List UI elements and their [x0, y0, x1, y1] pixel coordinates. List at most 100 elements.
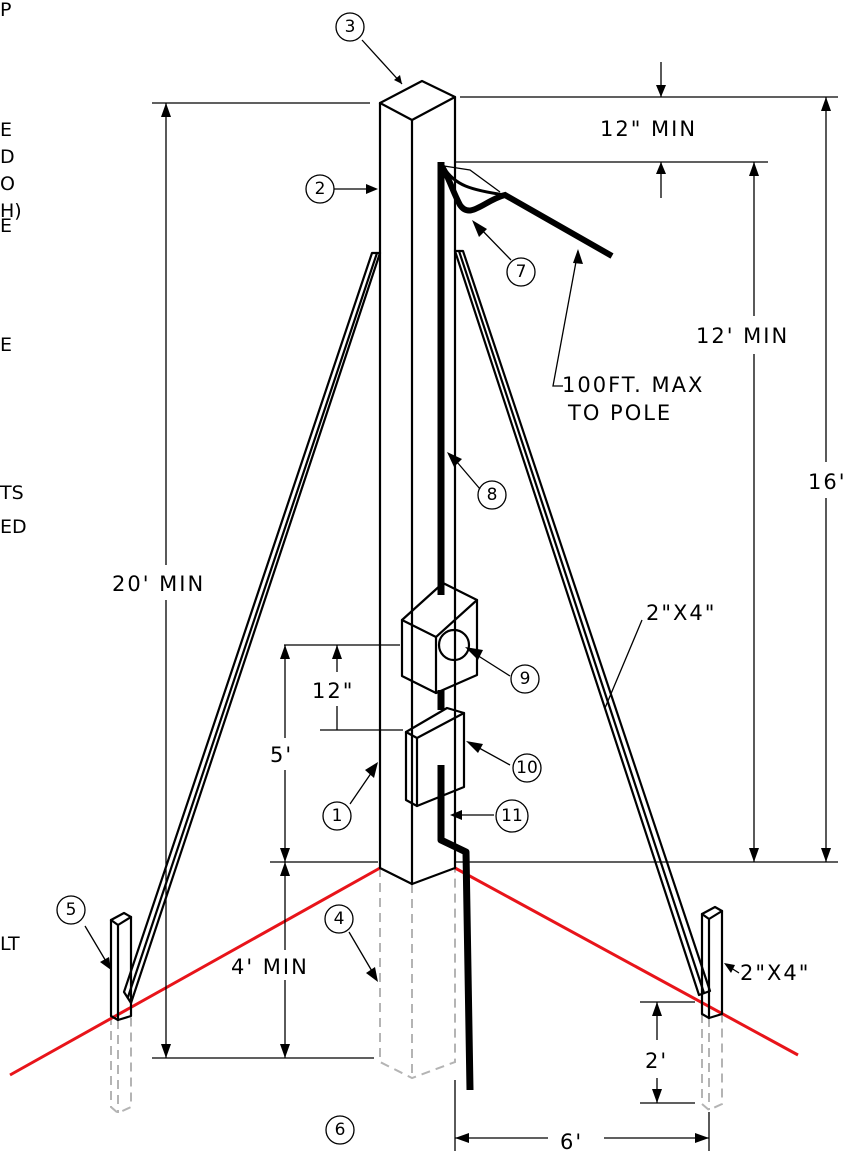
item-number-9: 9 [510, 664, 540, 694]
svg-text:10: 10 [516, 758, 538, 778]
item-number-3: 3 [335, 12, 365, 42]
left-stake [109, 911, 133, 1022]
clipped-text: E [0, 215, 12, 237]
arrowhead [652, 1002, 662, 1016]
arrowhead [280, 862, 290, 876]
arrowhead [161, 1044, 171, 1058]
right-brace-edge [457, 249, 706, 995]
svg-text:4: 4 [334, 909, 345, 929]
below-grade-sections [110, 868, 723, 1115]
clipped-text: LT [0, 933, 20, 955]
clipped-text: E [0, 119, 12, 141]
buried-right-stake [701, 1014, 723, 1112]
left-brace-board [122, 251, 382, 1005]
right-stake-edges [700, 909, 724, 1020]
right-stake [700, 905, 724, 1020]
arrowhead [749, 848, 759, 862]
item-number-4: 4 [324, 904, 354, 934]
svg-text:6: 6 [335, 1120, 346, 1140]
pole-edges [378, 95, 457, 886]
callout-stake-size: 2"X4" [740, 961, 810, 985]
arrowhead [466, 741, 483, 753]
arrowhead [656, 162, 666, 174]
item-number-10: 10 [512, 753, 542, 783]
arrowhead [455, 1133, 469, 1143]
arrowhead [365, 762, 378, 778]
arrowhead [465, 647, 483, 660]
left-brace-edge [126, 251, 379, 999]
left-stake-body [109, 911, 133, 1022]
clipped-text: TS [0, 482, 24, 504]
buried-pole [379, 868, 456, 1080]
clipped-text: O [0, 173, 15, 195]
clipped-text: E [0, 334, 12, 356]
dim-label-burial-depth: 4' MIN [231, 955, 309, 979]
callout-brace-size: 2"X4" [646, 601, 716, 625]
service-conduit [437, 162, 614, 1091]
dimension-labels: 12" MIN 12' MIN 16' 20' MIN 12" 5' 4' MI… [112, 117, 847, 1151]
svg-text:1: 1 [332, 806, 343, 826]
item-number-2: 2 [305, 174, 335, 204]
ground-line-left [9, 866, 381, 1077]
arrowhead [447, 452, 462, 467]
disconnect-box [404, 706, 466, 808]
item-number-5: 5 [56, 895, 86, 925]
item-number-11: 11 [495, 799, 529, 833]
arrowhead [161, 103, 171, 117]
dim-label-brace-depth: 2' [645, 1049, 668, 1073]
arrowhead [656, 85, 666, 97]
svg-text:8: 8 [487, 485, 498, 505]
right-stake-body [700, 905, 724, 1020]
dimension-lines [152, 62, 838, 1151]
drip-loop-wrap [443, 165, 501, 193]
dim-label-pole-length: 20' MIN [112, 572, 205, 596]
arrowhead [366, 967, 378, 982]
clipped-left-notes: P E D O H) E E TS ED LT [0, 0, 27, 955]
clipped-text: ED [0, 516, 27, 538]
arrowhead [280, 848, 290, 862]
svg-text:9: 9 [520, 669, 531, 689]
drip-loop [442, 167, 506, 197]
item-number-8: 8 [477, 480, 507, 510]
leader-100ft [552, 250, 579, 387]
arrowhead [450, 810, 462, 820]
clipped-text: D [0, 146, 15, 168]
arrowhead [724, 963, 735, 973]
arrowhead [100, 957, 111, 970]
dim-label-total-height: 16' [808, 470, 847, 494]
dim-label-top-clearance: 12" MIN [600, 117, 697, 141]
ground-riser [437, 765, 474, 1091]
meter-base-box [400, 581, 479, 695]
service-drop-cable [438, 163, 614, 259]
arrowhead [394, 75, 402, 84]
arrowhead [280, 645, 290, 659]
dim-label-attach-height: 12' MIN [696, 324, 789, 348]
svg-text:3: 3 [345, 17, 356, 37]
svg-text:7: 7 [516, 262, 527, 282]
dim-label-meter-offset: 12" [312, 679, 354, 703]
leader-lines [84, 39, 740, 982]
svg-text:5: 5 [66, 900, 77, 920]
arrowhead [332, 645, 342, 659]
dim-label-meter-height: 5' [270, 743, 293, 767]
leader-2x4-brace [604, 619, 643, 709]
item-number-6: 6 [325, 1115, 355, 1145]
arrowhead [695, 1133, 709, 1143]
meter-base-edges [400, 598, 479, 695]
left-brace [122, 251, 382, 1005]
item-number-7: 7 [506, 257, 536, 287]
disconnect-box-edges [404, 711, 466, 808]
arrowhead [573, 249, 583, 264]
disconnect-box-outline [404, 706, 466, 808]
svg-text:11: 11 [501, 806, 523, 826]
ground-line-right [454, 866, 799, 1057]
buried-left-stake [110, 1016, 132, 1115]
pole-outline [378, 79, 457, 886]
meter-socket-icon [437, 628, 471, 662]
arrowhead [280, 1044, 290, 1058]
arrowhead [652, 1089, 662, 1103]
item-numbers: 3 2 7 8 9 10 11 1 [56, 12, 542, 1145]
arrowhead [749, 162, 759, 176]
arrowhead [821, 97, 831, 111]
